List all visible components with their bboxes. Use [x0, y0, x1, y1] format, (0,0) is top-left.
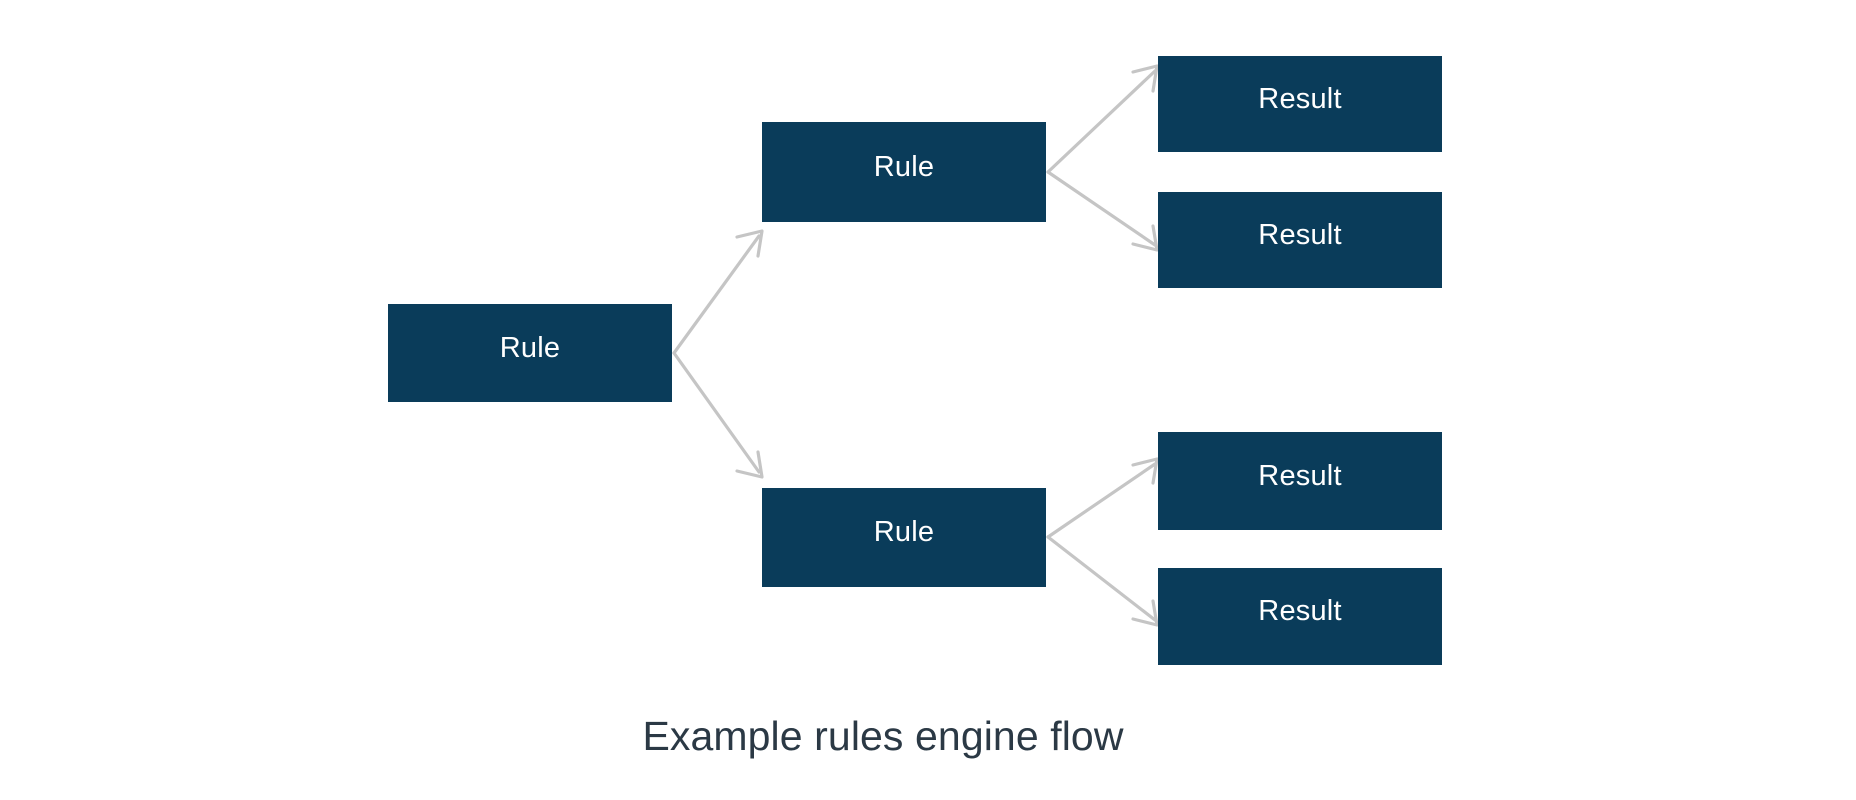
node-result-3[interactable]: Result	[1158, 432, 1442, 530]
node-label: Result	[1258, 459, 1342, 492]
node-result-1[interactable]: Result	[1158, 56, 1442, 152]
node-label: Result	[1258, 218, 1342, 251]
node-label: Rule	[873, 516, 935, 548]
edge-rule-lower-to-result-4	[1046, 535, 1159, 627]
edge-rule-root-to-rule-upper	[672, 229, 764, 355]
node-label: Rule	[873, 150, 935, 183]
node-result-2[interactable]: Result	[1158, 192, 1442, 288]
node-label: Result	[1258, 595, 1342, 627]
diagram-caption: Example rules engine flow	[0, 713, 1856, 760]
diagram-caption-text: Example rules engine flow	[642, 713, 1124, 759]
node-rule-root[interactable]: Rule	[388, 304, 672, 402]
edge-rule-upper-to-result-2	[1046, 170, 1159, 252]
edge-rule-upper-to-result-1	[1046, 64, 1159, 174]
node-rule-lower[interactable]: Rule	[762, 488, 1046, 587]
node-result-4[interactable]: Result	[1158, 568, 1442, 665]
edge-rule-lower-to-result-3	[1046, 457, 1159, 539]
edge-rule-root-to-rule-lower	[672, 351, 764, 479]
node-rule-upper[interactable]: Rule	[762, 122, 1046, 222]
node-label: Rule	[499, 331, 561, 364]
node-label: Result	[1258, 82, 1342, 115]
